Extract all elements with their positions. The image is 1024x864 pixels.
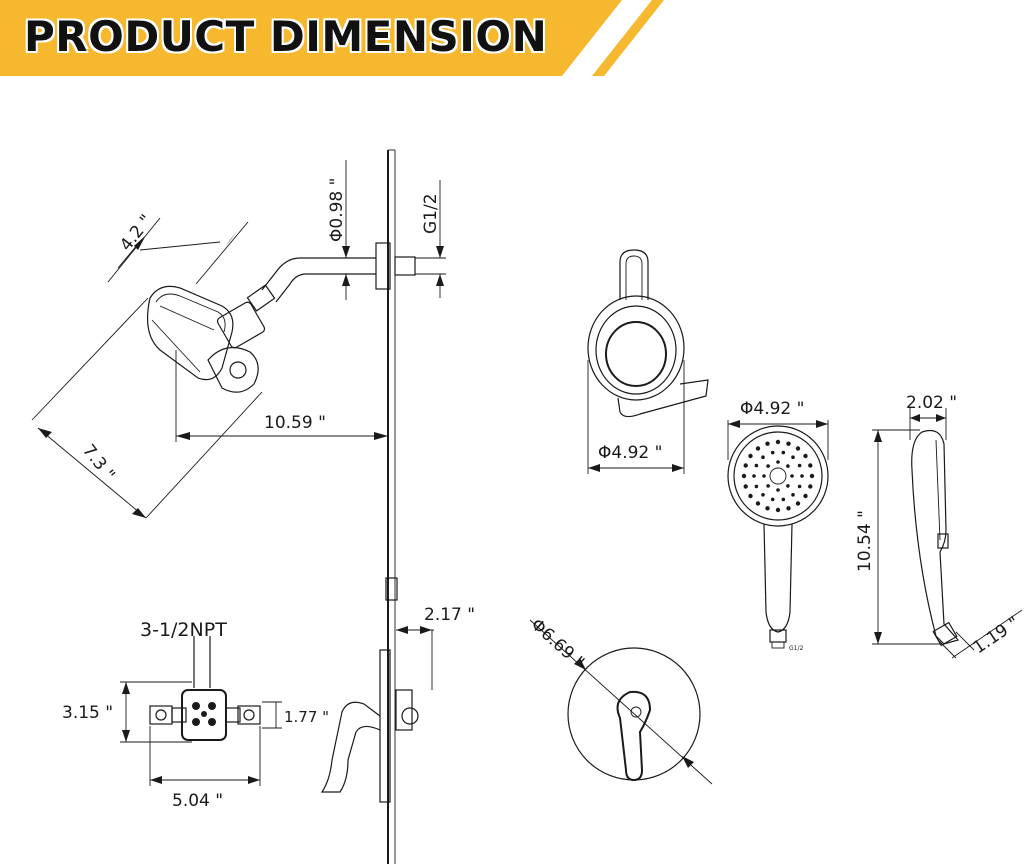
- label-valve-inlet: 3-1/2NPT: [140, 619, 227, 641]
- nozzle: [743, 463, 748, 468]
- dim-thread: G1/2: [415, 180, 446, 298]
- label-holder-diameter: Φ4.92 ": [598, 443, 662, 463]
- label-hand-length: 10.54 ": [855, 510, 875, 572]
- label-trim-diameter: Φ6.69 ": [527, 615, 588, 673]
- nozzle: [797, 484, 802, 489]
- banner-background: [0, 0, 648, 76]
- nozzle: [776, 488, 780, 492]
- nozzle: [795, 501, 801, 506]
- valve-body: 3-1/2NPT 3.15 " 1.77 " 5.04 ": [62, 619, 329, 811]
- trim-side: 2.17 ": [320, 605, 475, 803]
- shower-arm: [246, 242, 416, 312]
- label-hand-depth: 2.02 ": [906, 393, 957, 413]
- nozzle: [762, 474, 766, 478]
- nozzle: [761, 493, 765, 497]
- nozzle: [754, 484, 759, 489]
- nozzle: [786, 484, 790, 488]
- nozzle: [781, 497, 786, 502]
- nozzle: [776, 460, 780, 464]
- label-arm-reach: 10.59 ": [264, 413, 326, 433]
- nozzle: [770, 450, 775, 455]
- nozzle: [748, 453, 753, 459]
- fixed-shower-head: [147, 285, 266, 393]
- header-banner: PRODUCT DIMENSION: [0, 0, 1024, 80]
- label-head-length: 7.3 ": [78, 441, 119, 485]
- banner-title: PRODUCT DIMENSION: [24, 12, 548, 61]
- nozzle: [803, 453, 808, 459]
- label-valve-depth: 1.77 ": [284, 708, 329, 726]
- dim-head-width: 4.2 ": [107, 211, 249, 285]
- nozzle: [752, 474, 756, 478]
- banner-stripe: [562, 0, 650, 76]
- nozzle: [790, 474, 794, 478]
- nozzle: [743, 484, 748, 489]
- nozzle: [748, 493, 753, 499]
- label-hand-face-diameter: Φ4.92 ": [740, 399, 804, 419]
- nozzle: [755, 501, 761, 506]
- hand-shower-side: 2.02 " 10.54 " 1.19 ": [855, 393, 1024, 659]
- nozzle: [770, 497, 775, 502]
- label-thread: G1/2: [421, 193, 441, 234]
- nozzle: [797, 463, 802, 468]
- nozzle: [761, 455, 765, 460]
- banner-shape: [0, 0, 664, 76]
- nozzle: [791, 493, 795, 497]
- label-valve-width: 5.04 ": [172, 791, 223, 811]
- spray-nozzles: [741, 439, 815, 513]
- nozzle: [754, 463, 759, 468]
- hand-shower-front: G1/2 Φ4.92 ": [727, 399, 829, 652]
- label-hose-thread: G1/2: [789, 645, 803, 652]
- nozzle: [781, 450, 786, 455]
- label-head-width: 4.2 ": [116, 211, 157, 255]
- nozzle: [808, 463, 813, 468]
- nozzle: [809, 473, 815, 479]
- label-valve-height: 3.15 ": [62, 703, 113, 723]
- dim-head-length: 7.3 ": [31, 297, 263, 519]
- label-hand-handle: 1.19 ": [970, 613, 1024, 658]
- nozzle: [786, 506, 791, 511]
- nozzle: [755, 446, 761, 451]
- hand-shower-holder: Φ4.92 ": [587, 249, 709, 474]
- trim-front: Φ6.69 ": [527, 615, 713, 785]
- nozzle: [766, 484, 770, 488]
- nozzle: [786, 441, 791, 446]
- nozzle: [775, 507, 781, 513]
- nozzle: [765, 506, 770, 511]
- banner-accent: [592, 0, 664, 76]
- label-arm-diameter: Φ0.98 ": [327, 178, 347, 242]
- nozzle: [808, 484, 813, 489]
- label-trim-offset: 2.17 ": [424, 605, 475, 625]
- nozzle: [803, 493, 808, 499]
- nozzle: [795, 446, 801, 451]
- dim-arm-reach: 10.59 ": [175, 350, 388, 442]
- nozzle: [800, 474, 804, 478]
- nozzle: [766, 464, 770, 468]
- nozzle: [741, 473, 747, 479]
- nozzle: [786, 464, 790, 468]
- nozzle: [791, 455, 795, 460]
- nozzle: [775, 439, 781, 445]
- dim-arm-diameter: Φ0.98 ": [327, 160, 376, 300]
- nozzle: [765, 441, 770, 446]
